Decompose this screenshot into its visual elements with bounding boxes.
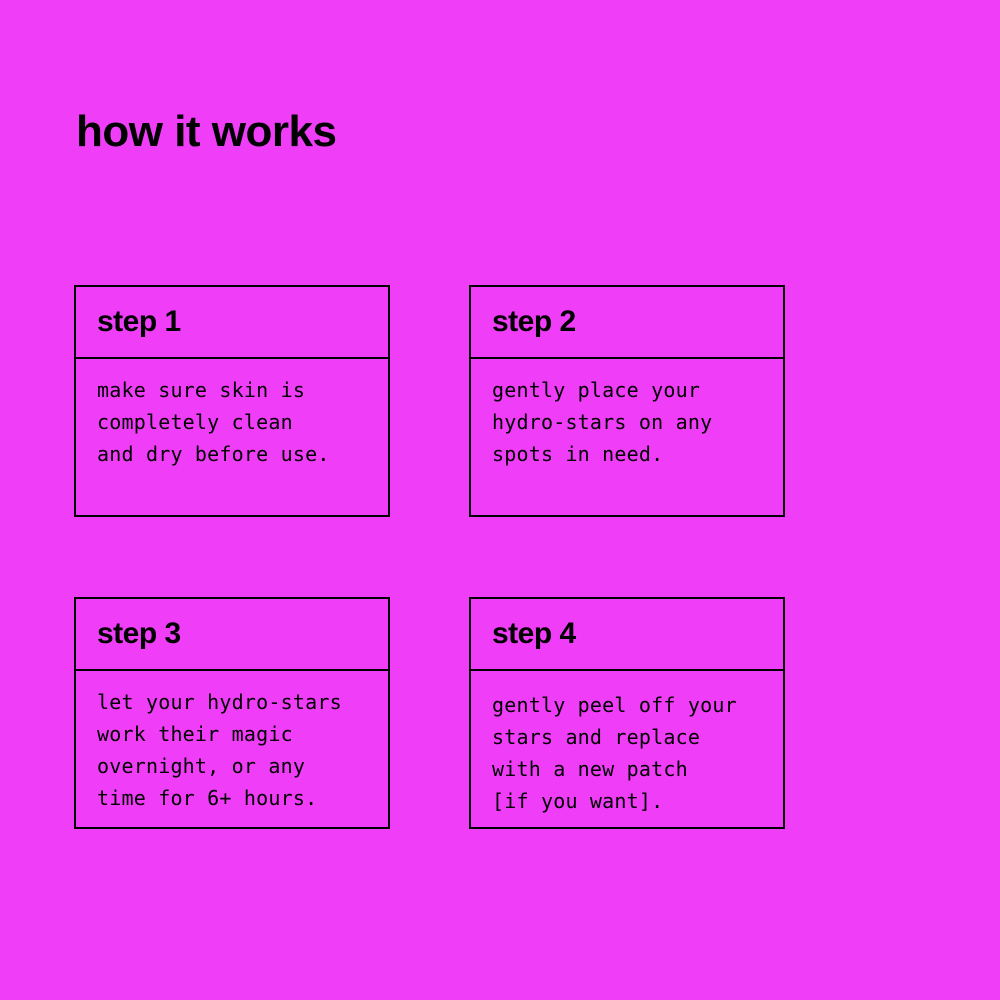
- step-title: step 3: [97, 617, 181, 650]
- step-description: make sure skin is completely clean and d…: [97, 378, 330, 466]
- step-header: step 3: [76, 599, 388, 671]
- step-title: step 2: [492, 305, 576, 338]
- step-description: let your hydro-stars work their magic ov…: [97, 690, 342, 810]
- step-header: step 2: [471, 287, 783, 359]
- step-description: gently peel off your stars and replace w…: [492, 693, 737, 813]
- step-card-1: step 1 make sure skin is completely clea…: [74, 285, 390, 517]
- step-header: step 1: [76, 287, 388, 359]
- step-card-2: step 2 gently place your hydro-stars on …: [469, 285, 785, 517]
- step-header: step 4: [471, 599, 783, 671]
- step-title: step 1: [97, 305, 181, 338]
- step-card-3: step 3 let your hydro-stars work their m…: [74, 597, 390, 829]
- step-card-4: step 4 gently peel off your stars and re…: [469, 597, 785, 829]
- step-title: step 4: [492, 617, 576, 650]
- step-description: gently place your hydro-stars on any spo…: [492, 378, 713, 466]
- page-title: how it works: [76, 107, 337, 156]
